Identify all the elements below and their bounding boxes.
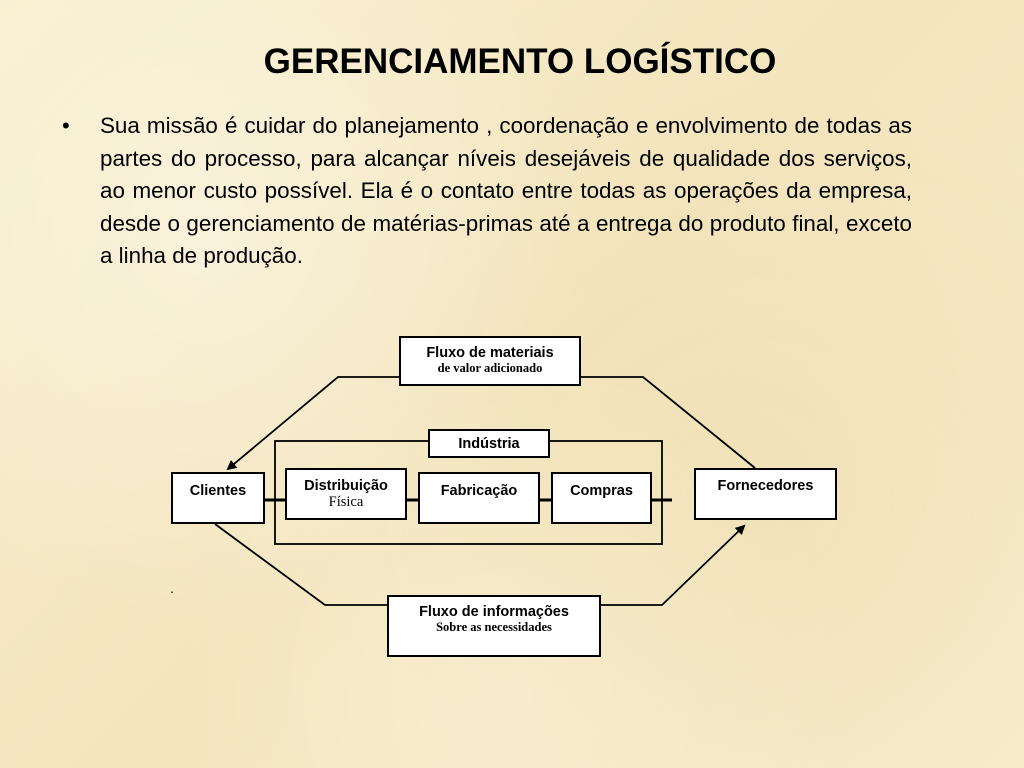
fluxo-informacoes-sub: Sobre as necessidades [436, 620, 552, 634]
fabricacao-label: Fabricação [440, 483, 518, 499]
clientes-box: Clientes [171, 472, 265, 524]
industria-label: Indústria [458, 436, 520, 452]
material-flow-arrow [226, 376, 399, 471]
fabricacao-box: Fabricação [418, 472, 540, 524]
information-flow-arrow [601, 524, 746, 606]
compras-box: Compras [551, 472, 652, 524]
distribuicao-box: Distribuição Física [285, 468, 407, 520]
clientes-label: Clientes [189, 483, 247, 499]
fluxo-materiais-label: Fluxo de materiais [426, 345, 554, 361]
fornecedores-label: Fornecedores [717, 478, 814, 494]
stray-dot: . [170, 580, 174, 596]
fluxo-materiais-sub: de valor adicionado [437, 361, 543, 375]
fluxo-informacoes-label: Fluxo de informações [419, 604, 569, 620]
slide-title: GERENCIAMENTO LOGÍSTICO [263, 42, 777, 81]
industria-box: Indústria [428, 429, 550, 458]
material-flow-line [580, 376, 756, 469]
fluxo-informacoes-box: Fluxo de informações Sobre as necessidad… [387, 595, 601, 657]
compras-label: Compras [570, 483, 633, 499]
bullet-marker: • [62, 113, 70, 138]
fluxo-materiais-box: Fluxo de materiais de valor adicionado [399, 336, 581, 386]
fornecedores-box: Fornecedores [694, 468, 837, 520]
distribuicao-label: Distribuição [304, 478, 388, 494]
information-flow-line [214, 523, 387, 606]
bullet-text: Sua missão é cuidar do planejamento , co… [100, 113, 912, 268]
distribuicao-sub: Física [328, 494, 364, 510]
